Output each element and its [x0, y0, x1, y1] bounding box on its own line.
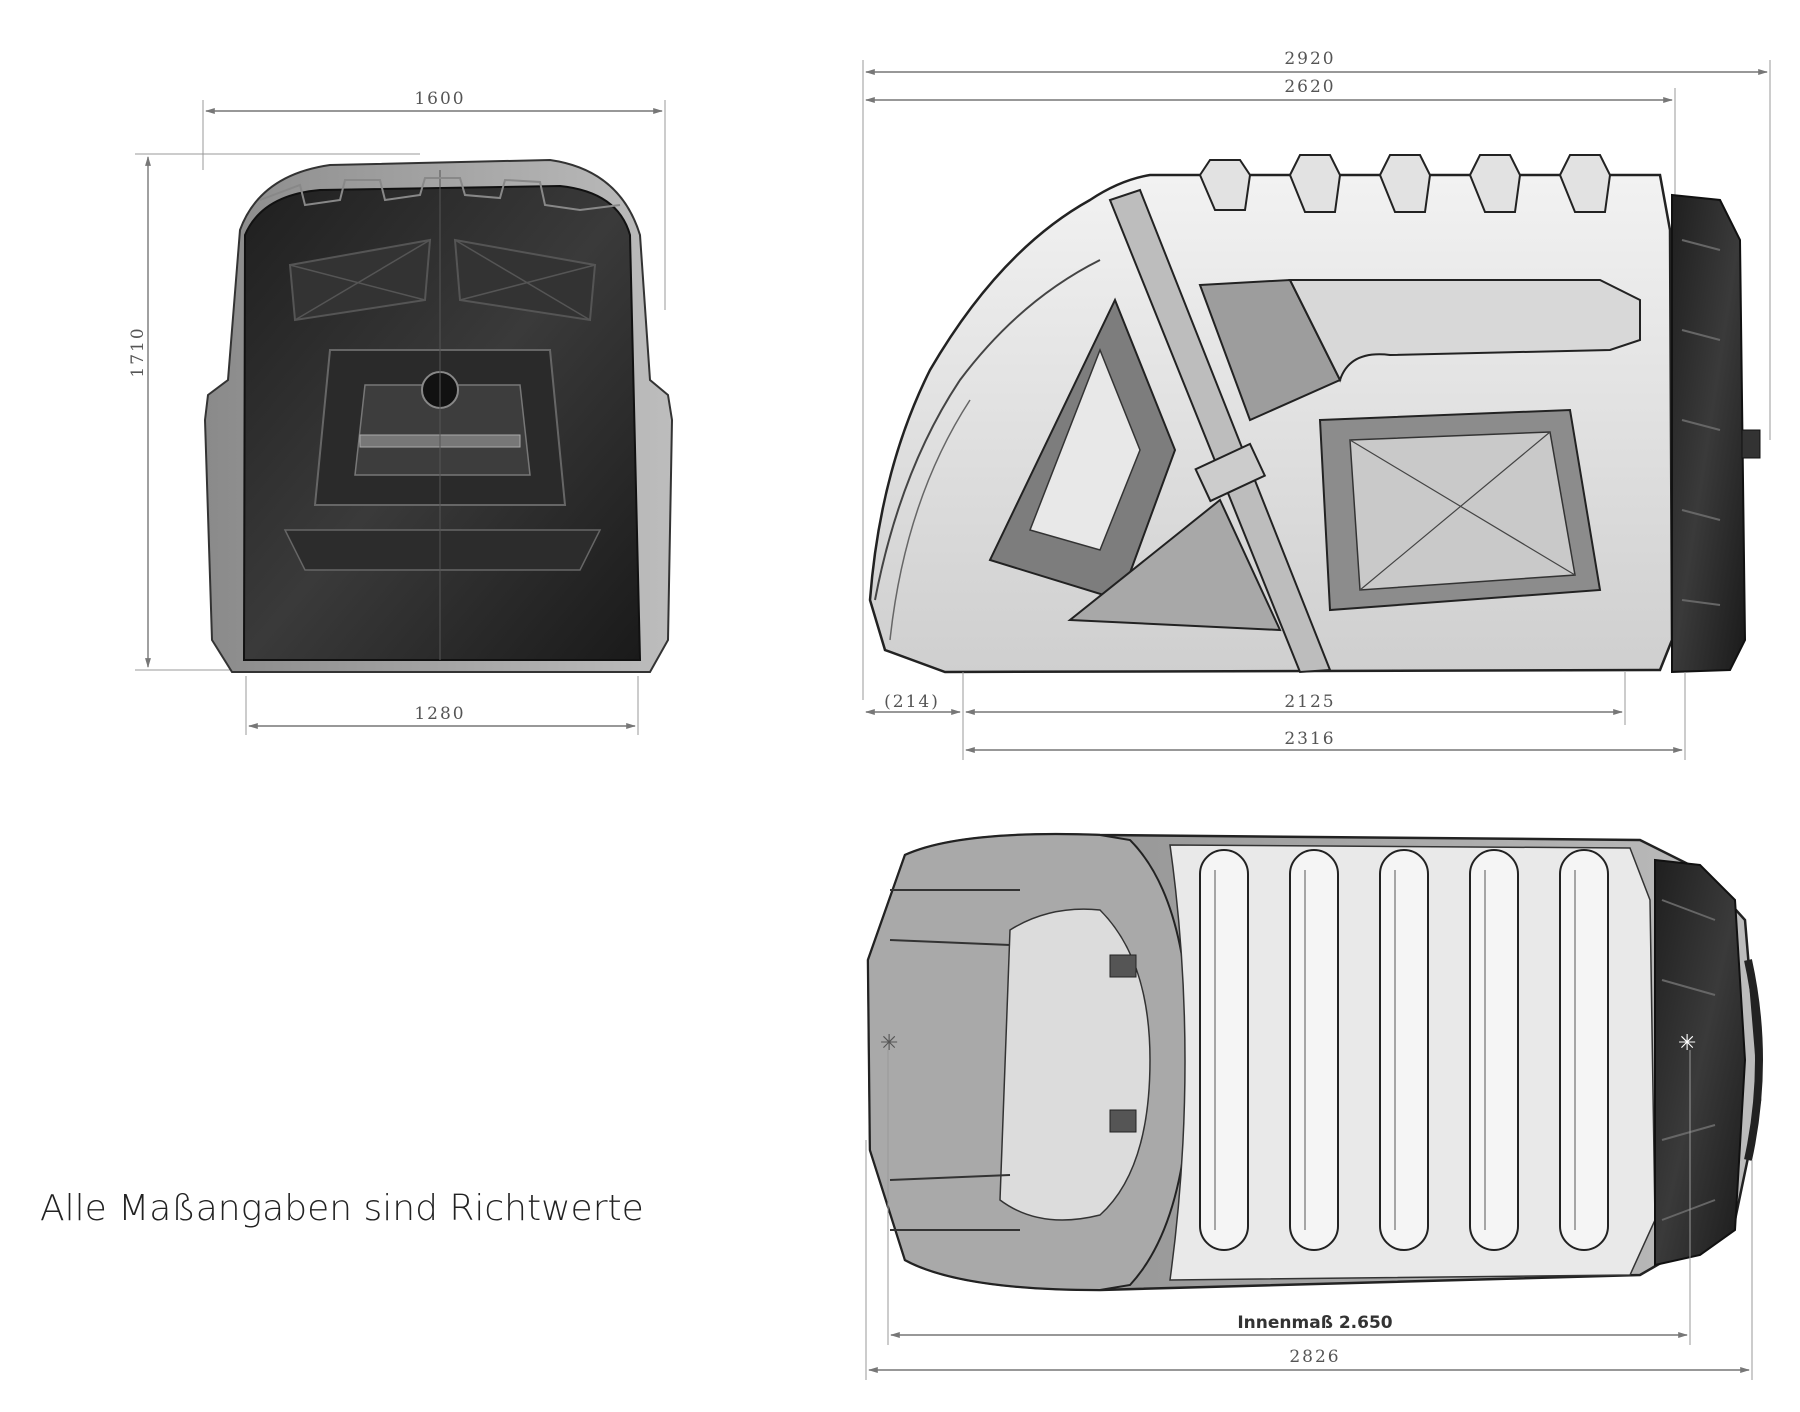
side-length-inner-dimension: 2125 — [965, 672, 1626, 725]
svg-text:✳: ✳ — [880, 1031, 898, 1056]
front-width-bottom-dimension: 1280 — [245, 676, 639, 735]
side-length-inner-label: 2125 — [1284, 692, 1335, 712]
top-inner-length-dimension: Innenmaß 2.650 — [887, 1050, 1691, 1345]
side-overhang-label: (214) — [884, 692, 940, 712]
side-length-overall-dimension: 2920 — [862, 49, 1771, 700]
side-length-body-label: 2620 — [1284, 77, 1335, 97]
front-view: 1600 1710 1280 — [128, 89, 674, 735]
front-height-dimension: 1710 — [128, 153, 420, 671]
side-body — [868, 154, 1761, 674]
side-length-overall-label: 2920 — [1284, 49, 1335, 69]
front-width-top-label: 1600 — [414, 89, 465, 109]
side-length-body-dimension: 2620 — [865, 77, 1676, 200]
top-length-total-label: 2826 — [1289, 1347, 1340, 1367]
front-width-bottom-label: 1280 — [414, 704, 465, 724]
top-body: ✳ ✳ — [866, 832, 1763, 1292]
side-overhang-dimension: (214) — [865, 672, 964, 760]
side-length-base-label: 2316 — [1284, 729, 1335, 749]
side-length-base-dimension: 2316 — [965, 672, 1686, 760]
top-inner-length-label: Innenmaß 2.650 — [1237, 1313, 1392, 1333]
front-body — [203, 158, 674, 673]
dimensions-disclaimer: Alle Maßangaben sind Richtwerte — [40, 1188, 644, 1229]
front-width-top-dimension: 1600 — [202, 89, 666, 310]
svg-text:✳: ✳ — [1678, 1031, 1696, 1056]
top-length-total-dimension: 2826 — [865, 1140, 1753, 1380]
top-view: ✳ ✳ Innenmaß 2.650 2826 — [865, 832, 1763, 1380]
side-view: 2920 2620 — [862, 49, 1771, 760]
front-height-label: 1710 — [128, 326, 148, 377]
